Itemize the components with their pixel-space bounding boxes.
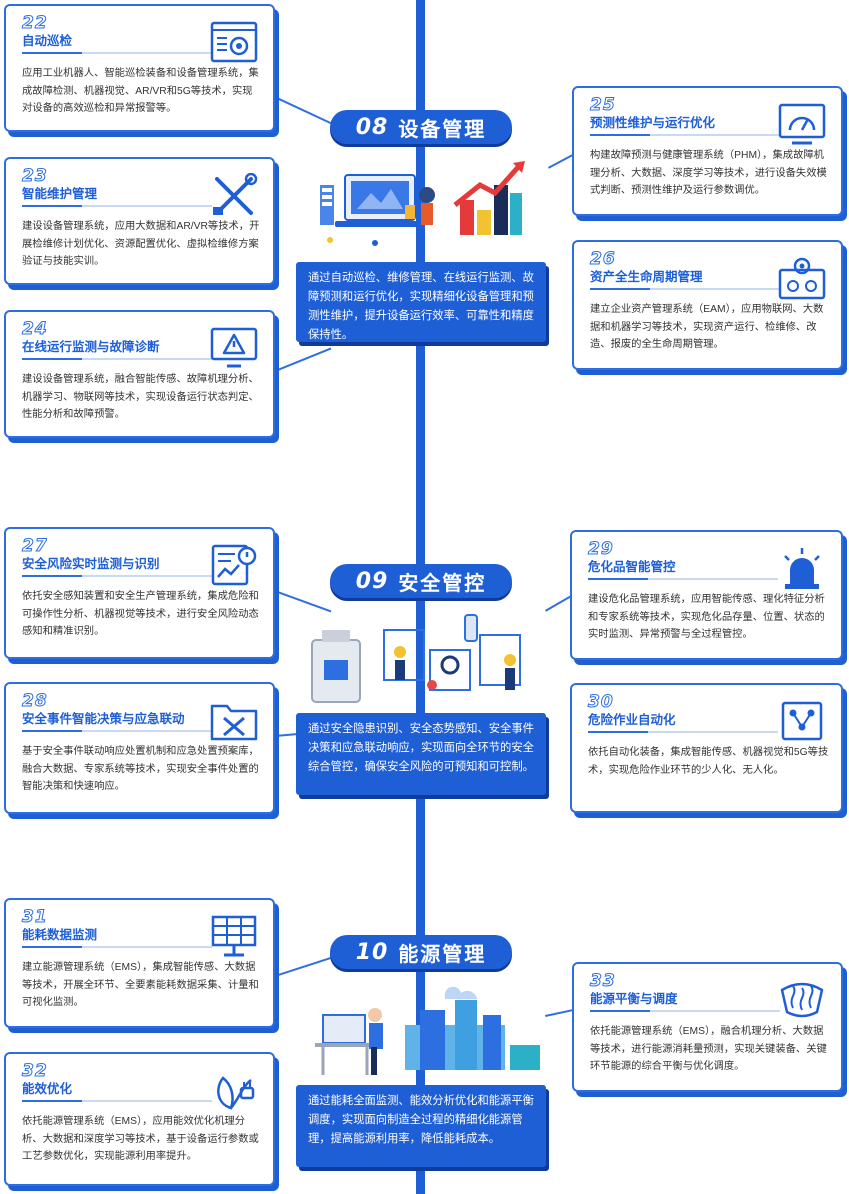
item-description: 建立能源管理系统（EMS），集成智能传感、大数据等技术，开展全环节、全要素能耗数… — [22, 962, 259, 1008]
inspection-screen-icon — [210, 21, 258, 63]
item-title: 预测性维护与运行优化 — [590, 115, 781, 136]
item-card-30: 30 危险作业自动化 依托自动化装备，集成智能传感、机器视觉和5G等技术，实现危… — [570, 683, 843, 813]
item-card-33: 33 能源平衡与调度 依托能源管理系统（EMS），融合机理分析、大数据等技术，进… — [572, 962, 843, 1092]
item-number: 23 — [22, 166, 48, 186]
gauge-monitor-icon — [778, 103, 826, 145]
safety-illustration — [311, 614, 521, 703]
item-title: 能效优化 — [22, 1081, 213, 1102]
item-number: 32 — [22, 1061, 48, 1081]
item-number: 26 — [590, 249, 616, 269]
item-card-28: 28 安全事件智能决策与应急联动 基于安全事件联动响应处置机制和应急处置预案库，… — [4, 682, 275, 814]
risk-report-icon — [211, 544, 257, 586]
item-title: 危化品智能管控 — [588, 559, 777, 580]
section-summary: 通过安全隐患识别、安全态势感知、安全事件决策和应急联动响应，实现面向全环节的安全… — [296, 713, 546, 795]
alarm-light-icon — [784, 548, 820, 589]
asset-lifecycle-icon — [778, 257, 826, 300]
section-title-safety: 09 安全管控 — [330, 564, 512, 598]
connector-line — [275, 957, 331, 977]
item-description: 建设设备管理系统，融合智能传感、故障机理分析、机器学习、物联网等技术，实现设备运… — [22, 374, 259, 420]
item-description: 依托能源管理系统（EMS），融合机理分析、大数据等技术，进行能源消耗量预测，实现… — [590, 1026, 827, 1072]
section-summary: 通过自动巡检、维修管理、在线运行监测、故障预测和运行优化，实现精细化设备管理和预… — [296, 262, 546, 342]
section-name: 能源管理 — [398, 943, 487, 966]
item-number: 25 — [590, 95, 616, 115]
item-number: 28 — [22, 691, 48, 711]
item-card-29: 29 危化品智能管控 建设危化品管理系统，应用智能传感、理化特征分析和专家系统等… — [570, 530, 843, 660]
item-title: 能源平衡与调度 — [590, 991, 779, 1012]
section-summary: 通过能耗全面监测、能效分析优化和能源平衡调度，实现面向制造全过程的精细化能源管理… — [296, 1085, 546, 1167]
eco-plug-icon — [217, 1076, 255, 1110]
section-title-energy: 10 能源管理 — [330, 935, 512, 969]
equipment-illustration — [320, 161, 525, 246]
section-number: 08 — [355, 114, 389, 140]
item-title: 在线运行监测与故障诊断 — [22, 339, 212, 360]
section-number: 10 — [355, 939, 389, 965]
item-description: 应用工业机器人、智能巡检装备和设备管理系统，集成故障检测、机器视觉、AR/VR和… — [22, 68, 259, 114]
item-number: 27 — [22, 536, 48, 556]
item-description: 依托能源管理系统（EMS），应用能效优化机理分析、大数据和深度学习等技术，基于设… — [22, 1116, 259, 1162]
item-title: 资产全生命周期管理 — [590, 269, 780, 290]
item-card-23: 23 智能维护管理 建设设备管理系统，应用大数据和AR/VR等技术，开展检维修计… — [4, 157, 275, 285]
energy-illustration — [315, 986, 540, 1075]
item-description: 建设设备管理系统，应用大数据和AR/VR等技术，开展检维修计划优化、资源配置优化… — [22, 221, 260, 267]
heat-shield-icon — [780, 982, 824, 1018]
warning-monitor-icon — [210, 327, 258, 368]
solar-panel-icon — [211, 915, 257, 957]
item-card-25: 25 预测性维护与运行优化 构建故障预测与健康管理系统（PHM），集成故障机理分… — [572, 86, 843, 216]
item-description: 建立企业资产管理系统（EAM），应用物联网、大数据和机器学习等技术，实现资产运行… — [590, 304, 824, 350]
item-number: 31 — [22, 907, 48, 927]
item-description: 构建故障预测与健康管理系统（PHM），集成故障机理分析、大数据、深度学习等技术，… — [590, 150, 827, 196]
section-number: 09 — [355, 568, 389, 594]
item-description: 依托安全感知装置和安全生产管理系统，集成危险和可操作性分析、机器视觉等技术，进行… — [22, 591, 259, 637]
connector-line — [275, 347, 332, 372]
item-card-32: 32 能效优化 依托能源管理系统（EMS），应用能效优化机理分析、大数据和深度学… — [4, 1052, 275, 1186]
automation-network-icon — [781, 701, 823, 741]
item-title: 智能维护管理 — [22, 186, 213, 207]
section-name: 设备管理 — [398, 118, 487, 141]
item-title: 自动巡检 — [22, 33, 213, 54]
item-number: 22 — [22, 13, 48, 33]
item-number: 29 — [588, 539, 614, 559]
item-title: 危险作业自动化 — [588, 712, 777, 733]
section-title-equipment: 08 设备管理 — [330, 110, 512, 144]
item-card-31: 31 能耗数据监测 建立能源管理系统（EMS），集成智能传感、大数据等技术，开展… — [4, 898, 275, 1028]
wrench-screwdriver-icon — [213, 173, 258, 215]
item-title: 安全事件智能决策与应急联动 — [22, 711, 212, 732]
item-description: 依托自动化装备，集成智能传感、机器视觉和5G等技术，实现危险作业环节的少人化、无… — [588, 747, 829, 776]
tools-folder-icon — [210, 704, 258, 741]
item-card-27: 27 安全风险实时监测与识别 依托安全感知装置和安全生产管理系统，集成危险和可操… — [4, 527, 275, 659]
item-description: 基于安全事件联动响应处置机制和应急处置预案库，融合大数据、专家系统等技术，实现安… — [22, 746, 259, 792]
connector-line — [274, 96, 339, 128]
item-number: 33 — [590, 971, 616, 991]
section-name: 安全管控 — [398, 572, 487, 595]
item-title: 能耗数据监测 — [22, 927, 213, 948]
item-card-26: 26 资产全生命周期管理 建立企业资产管理系统（EAM），应用物联网、大数据和机… — [572, 240, 843, 370]
item-number: 30 — [588, 692, 614, 712]
item-card-22: 22 自动巡检 应用工业机器人、智能巡检装备和设备管理系统，集成故障检测、机器视… — [4, 4, 275, 132]
item-number: 24 — [22, 319, 48, 339]
item-title: 安全风险实时监测与识别 — [22, 556, 212, 577]
item-description: 建设危化品管理系统，应用智能传感、理化特征分析和专家系统等技术，实现危化品存量、… — [588, 594, 825, 640]
item-card-24: 24 在线运行监测与故障诊断 建设设备管理系统，融合智能传感、故障机理分析、机器… — [4, 310, 275, 438]
